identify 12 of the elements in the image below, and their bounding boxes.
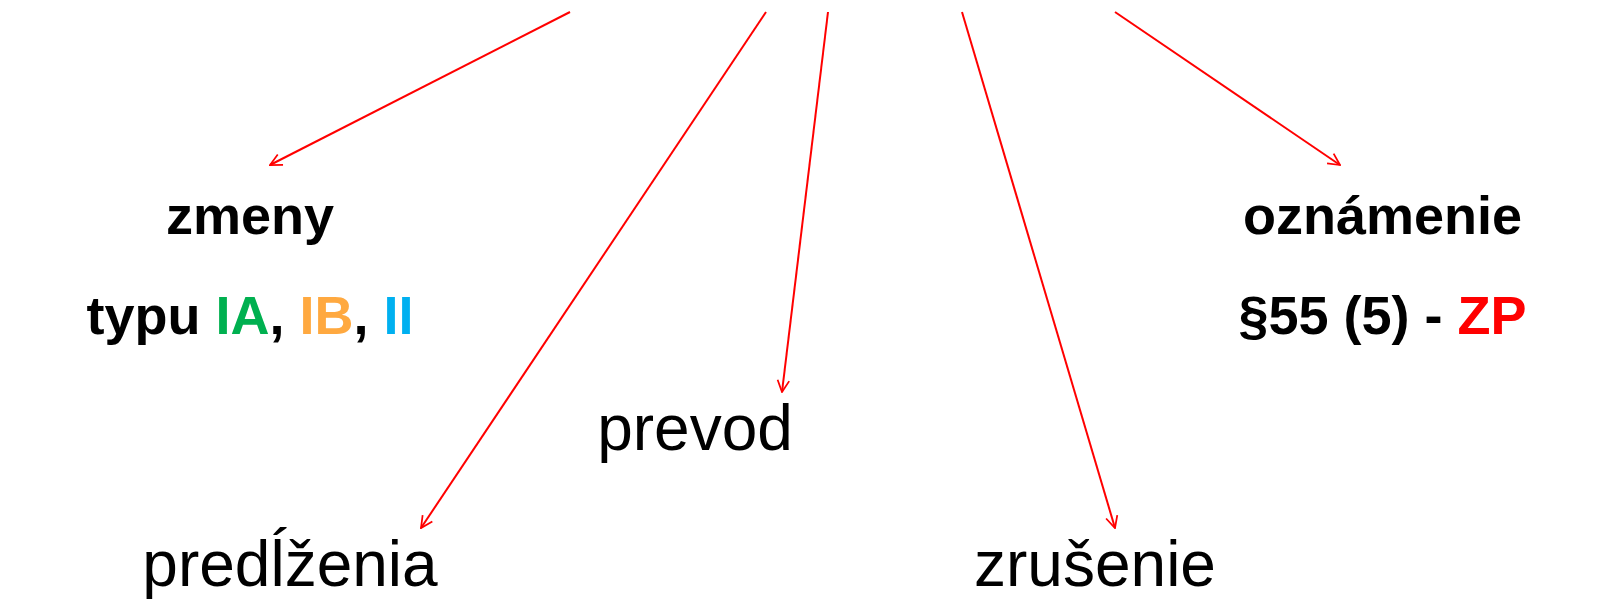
- heading-text: oznámenie: [1241, 184, 1524, 247]
- arrow: [1114, 11, 1341, 166]
- arrow: [420, 11, 767, 529]
- arrow: [269, 11, 571, 166]
- label-text: prevod: [596, 392, 794, 464]
- label-text: predĺženia: [141, 528, 439, 600]
- body-text: §55 (5) - ZP: [1237, 284, 1528, 347]
- arrow: [776, 11, 829, 393]
- arrow: [961, 11, 1119, 529]
- body-text: typu IA, IB, II: [85, 284, 415, 347]
- heading-text: zmeny: [164, 184, 336, 247]
- label-text: zrušenie: [973, 528, 1217, 600]
